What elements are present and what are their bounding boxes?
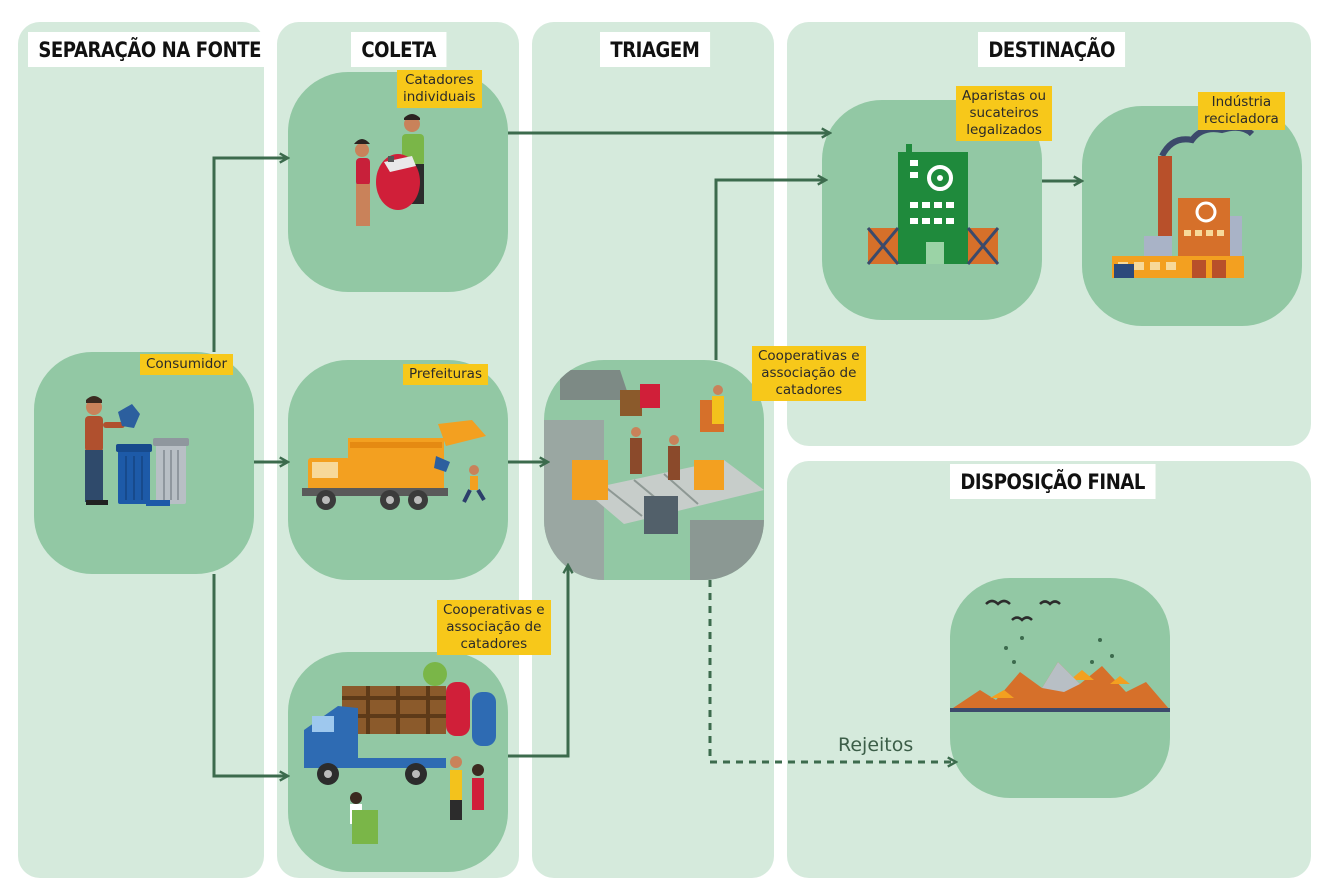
recycling-factory-icon xyxy=(1112,124,1255,278)
recycling-truck-icon xyxy=(304,662,496,844)
header-triagem: TRIAGEM xyxy=(600,32,710,67)
label-aparistas: Aparistas ou sucateiros legalizados xyxy=(956,86,1053,141)
node-cooperativas-coleta xyxy=(288,652,508,872)
header-destinacao: DESTINAÇÃO xyxy=(978,32,1126,67)
label-catadores-individuais: Catadores individuais xyxy=(397,70,482,108)
label-cooperativas-coleta: Cooperativas e associação de catadores xyxy=(437,600,551,655)
recycling-building-icon xyxy=(866,144,1000,265)
label-industria: Indústria recicladora xyxy=(1198,92,1285,130)
node-disposicao xyxy=(950,578,1170,798)
node-prefeituras xyxy=(288,360,508,580)
node-catadores-individuais xyxy=(288,72,508,292)
sorting-facility-icon xyxy=(544,370,764,580)
waste-pickers-icon xyxy=(354,114,424,226)
node-triagem xyxy=(544,360,764,580)
header-separacao: SEPARAÇÃO NA FONTE xyxy=(28,32,272,67)
landfill-icon xyxy=(950,599,1170,712)
garbage-truck-icon xyxy=(302,420,486,510)
header-disposicao: DISPOSIÇÃO FINAL xyxy=(950,464,1156,499)
label-cooperativas-triagem: Cooperativas e associação de catadores xyxy=(752,346,866,401)
header-coleta: COLETA xyxy=(351,32,447,67)
node-industria xyxy=(1082,106,1302,326)
person-throwing-trash-icon xyxy=(85,396,189,506)
label-consumidor: Consumidor xyxy=(140,354,234,375)
label-rejeitos: Rejeitos xyxy=(838,734,914,756)
label-prefeituras: Prefeituras xyxy=(403,364,488,385)
node-consumidor xyxy=(34,352,254,574)
